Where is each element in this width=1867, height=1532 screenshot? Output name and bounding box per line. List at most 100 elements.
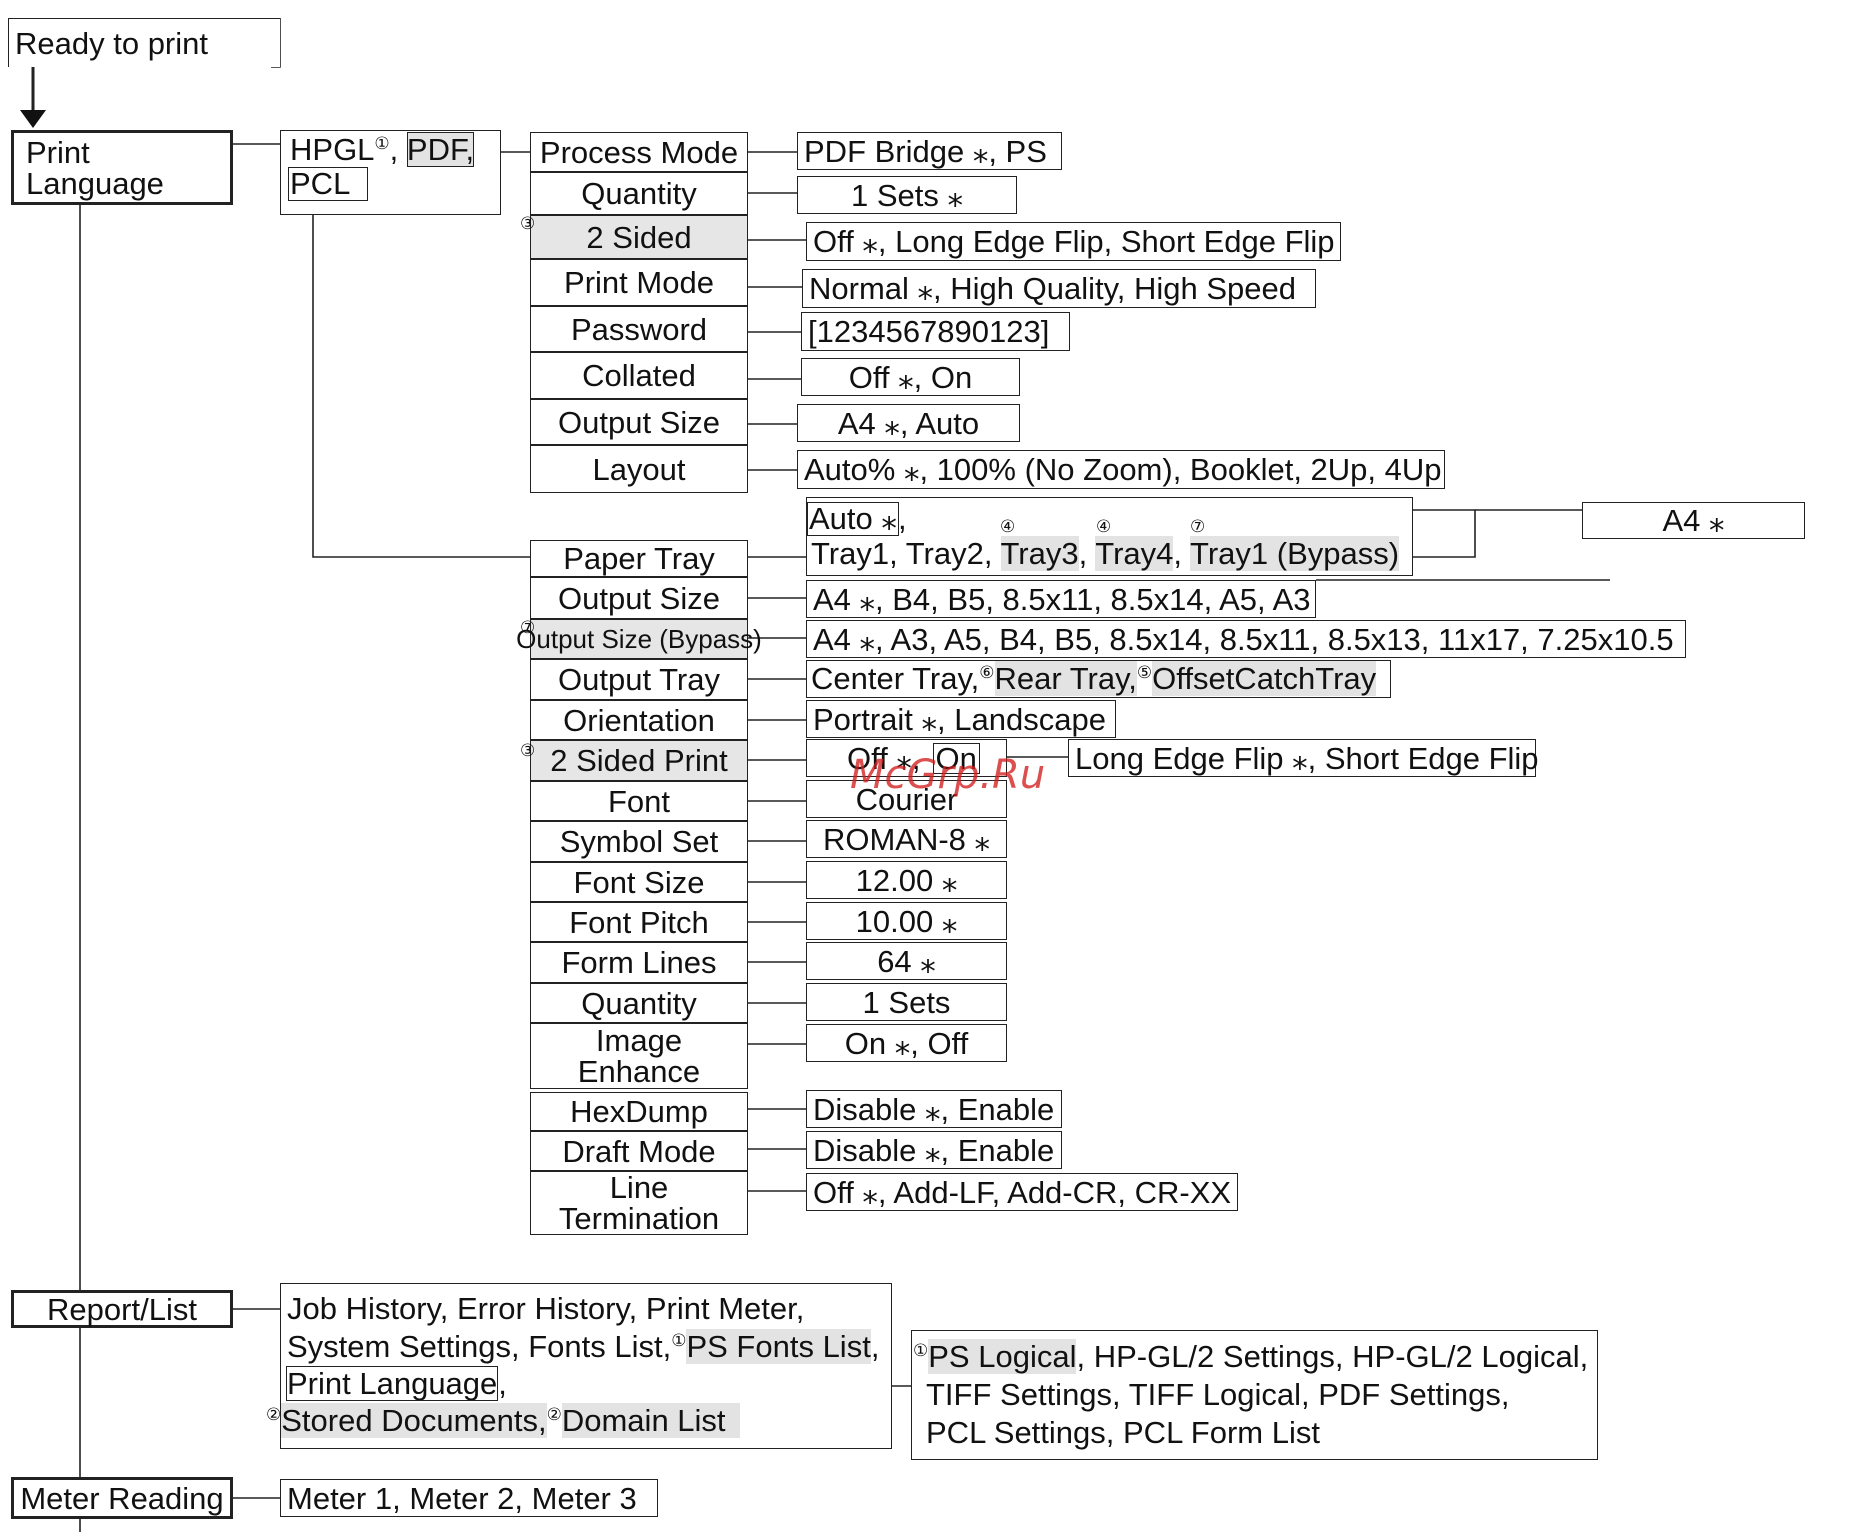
system-fonts-list[interactable]: System Settings, Fonts List, — [287, 1329, 672, 1364]
pdf-value-2-sided[interactable]: Off ⁎, Long Edge Flip, Short Edge Flip — [806, 222, 1341, 261]
value-label: Auto% ⁎, 100% (No Zoom), Booklet, 2Up, 4… — [804, 452, 1442, 487]
note-marker-1: ① — [374, 134, 390, 153]
hpgl-settings-logical[interactable]: , HP-GL/2 Settings, HP-GL/2 Logical, — [1076, 1339, 1589, 1374]
item-label: Process Mode — [539, 134, 739, 170]
tray4-option[interactable]: Tray4 — [1095, 536, 1174, 571]
pcl-value-draft-mode[interactable]: Disable ⁎, Enable — [806, 1131, 1062, 1169]
pcl-item-line-termination[interactable]: Line Termination — [530, 1171, 748, 1235]
pcl-item-quantity[interactable]: Quantity — [530, 983, 748, 1023]
note-marker-2: ② — [266, 1405, 282, 1424]
output-tray-line: Center Tray,⑥Rear Tray,⑤OffsetCatchTray — [811, 661, 1377, 696]
pcl-option[interactable]: PCL — [288, 167, 368, 201]
pcl-item-paper-tray[interactable]: Paper Tray — [530, 540, 748, 577]
offset-catch-tray-option[interactable]: OffsetCatchTray — [1152, 661, 1377, 696]
print-lang-list-line2[interactable]: TIFF Settings, TIFF Logical, PDF Setting… — [926, 1377, 1510, 1412]
item-label: Font — [607, 783, 671, 819]
domain-list-option[interactable]: Domain List — [561, 1403, 740, 1438]
pcl-value-symbol-set[interactable]: ROMAN-8 ⁎ — [806, 820, 1007, 858]
pcl-item-output-size-bypass[interactable]: Output Size (Bypass) — [516, 619, 762, 659]
print-lang-list-line1: ①PS Logical, HP-GL/2 Settings, HP-GL/2 L… — [913, 1339, 1589, 1374]
pcl-item-orientation[interactable]: Orientation — [530, 700, 748, 740]
item-label: Output Size — [558, 580, 720, 616]
pcl-value-hexdump[interactable]: Disable ⁎, Enable — [806, 1090, 1062, 1128]
pcl-item-draft-mode[interactable]: Draft Mode — [530, 1131, 748, 1171]
pcl-item-symbol-set[interactable]: Symbol Set — [530, 821, 748, 862]
pcl-item-output-size[interactable]: Output Size — [530, 577, 748, 619]
pdf-value-layout[interactable]: Auto% ⁎, 100% (No Zoom), Booklet, 2Up, 4… — [797, 450, 1445, 489]
pcl-value-flip-options[interactable]: Long Edge Flip ⁎, Short Edge Flip — [1068, 739, 1539, 777]
off-option[interactable]: Off ⁎, — [847, 740, 921, 776]
pcl-value-image-enhance[interactable]: On ⁎, Off — [806, 1024, 1007, 1062]
meter-reading-node[interactable]: Meter Reading — [11, 1477, 233, 1519]
tray3-option[interactable]: Tray3 — [1000, 536, 1079, 571]
pcl-item-font-pitch[interactable]: Font Pitch — [530, 902, 748, 942]
on-option[interactable]: On — [932, 742, 980, 774]
paper-tray-size-a4[interactable]: A4 ⁎ — [1582, 502, 1805, 539]
print-lang-list-line3[interactable]: PCL Settings, PCL Form List — [926, 1415, 1320, 1450]
pdf-value-output-size[interactable]: A4 ⁎, Auto — [797, 404, 1020, 442]
value-label: Long Edge Flip ⁎, Short Edge Flip — [1075, 740, 1539, 776]
pcl-value-font-pitch[interactable]: 10.00 ⁎ — [806, 902, 1007, 940]
item-label: 2 Sided Print — [550, 743, 728, 778]
note-marker-4: ④ — [1096, 517, 1112, 536]
note-marker-3: ③ — [520, 741, 536, 760]
pdf-value-password[interactable]: [1234567890123] — [801, 312, 1070, 351]
report-list-node[interactable]: Report/List — [11, 1290, 233, 1328]
rear-tray-option[interactable]: Rear Tray, — [994, 661, 1137, 696]
ready-to-print-box[interactable]: Ready to print — [8, 18, 280, 67]
value-label: A4 ⁎, Auto — [837, 405, 980, 441]
print-language-report-option[interactable]: Print Language — [286, 1366, 499, 1401]
note-marker-1: ① — [913, 1341, 929, 1360]
pcl-value-orientation[interactable]: Portrait ⁎, Landscape — [806, 700, 1116, 738]
pdf-item-2-sided[interactable]: 2 Sided — [530, 215, 748, 259]
pcl-value-form-lines[interactable]: 64 ⁎ — [806, 942, 1007, 980]
tray1-bypass-option[interactable]: Tray1 (Bypass) — [1190, 536, 1400, 571]
pcl-value-font-size[interactable]: 12.00 ⁎ — [806, 861, 1007, 899]
comma: , — [1078, 536, 1096, 571]
hpgl-option[interactable]: HPGL — [290, 132, 375, 167]
meter-list-box[interactable]: Meter 1, Meter 2, Meter 3 — [280, 1479, 658, 1517]
report-line1[interactable]: Job History, Error History, Print Meter, — [287, 1291, 805, 1326]
pdf-option[interactable]: PDF, — [406, 132, 475, 167]
pdf-item-print-mode[interactable]: Print Mode — [530, 259, 748, 306]
pcl-item-output-tray[interactable]: Output Tray — [530, 659, 748, 700]
pdf-item-layout[interactable]: Layout — [530, 445, 748, 493]
pdf-item-password[interactable]: Password — [530, 306, 748, 352]
print-language-node[interactable]: Print Language — [11, 130, 233, 205]
item-label: Orientation — [563, 702, 715, 738]
pcl-item-image-enhance[interactable]: Image Enhance — [530, 1023, 748, 1089]
pcl-value-output-size-bypass[interactable]: A4 ⁎, A3, A5, B4, B5, 8.5x14, 8.5x11, 8.… — [806, 620, 1686, 658]
pcl-item-2-sided-print[interactable]: 2 Sided Print — [530, 740, 748, 781]
pdf-item-collated[interactable]: Collated — [530, 352, 748, 399]
center-tray-option[interactable]: Center Tray, — [811, 661, 980, 696]
pcl-value-2-sided-print[interactable]: Off ⁎, On — [806, 739, 1007, 777]
pdf-value-quantity[interactable]: 1 Sets ⁎ — [797, 176, 1017, 214]
pcl-item-font[interactable]: Font — [530, 781, 748, 821]
item-label: Font Pitch — [569, 904, 709, 940]
pcl-item-form-lines[interactable]: Form Lines — [530, 942, 748, 983]
ps-logical-option[interactable]: PS Logical — [928, 1339, 1077, 1374]
pdf-item-quantity[interactable]: Quantity — [530, 172, 748, 215]
ps-fonts-list-option[interactable]: PS Fonts List — [686, 1329, 871, 1364]
stored-documents-option[interactable]: Stored Documents, — [281, 1403, 547, 1438]
pcl-item-hexdump[interactable]: HexDump — [530, 1092, 748, 1131]
paper-tray-auto[interactable]: Auto ⁎ — [807, 502, 899, 536]
pcl-value-font[interactable]: Courier — [806, 780, 1007, 818]
pcl-value-output-size[interactable]: A4 ⁎, B4, B5, 8.5x11, 8.5x14, A5, A3 — [806, 580, 1316, 618]
pdf-item-process-mode[interactable]: Process Mode — [530, 132, 748, 172]
value-label: Portrait ⁎, Landscape — [813, 701, 1106, 737]
item-label: Paper Tray — [563, 541, 715, 576]
item-label-line2: Termination — [558, 1201, 720, 1236]
note-marker-7: ⑦ — [1190, 517, 1206, 536]
pdf-item-output-size[interactable]: Output Size — [530, 399, 748, 445]
pdf-value-print-mode[interactable]: Normal ⁎, High Quality, High Speed — [802, 269, 1316, 308]
pcl-value-line-termination[interactable]: Off ⁎, Add-LF, Add-CR, CR-XX — [806, 1173, 1238, 1211]
pcl-value-quantity[interactable]: 1 Sets — [806, 983, 1007, 1021]
pdf-value-collated[interactable]: Off ⁎, On — [801, 358, 1020, 396]
pdf-value-process-mode[interactable]: PDF Bridge ⁎, PS — [797, 132, 1062, 170]
meter-reading-label: Meter Reading — [20, 1480, 224, 1516]
value-label: 12.00 ⁎ — [855, 862, 958, 898]
pcl-item-font-size[interactable]: Font Size — [530, 862, 748, 902]
language-line1: HPGL①, PDF, — [290, 132, 475, 167]
